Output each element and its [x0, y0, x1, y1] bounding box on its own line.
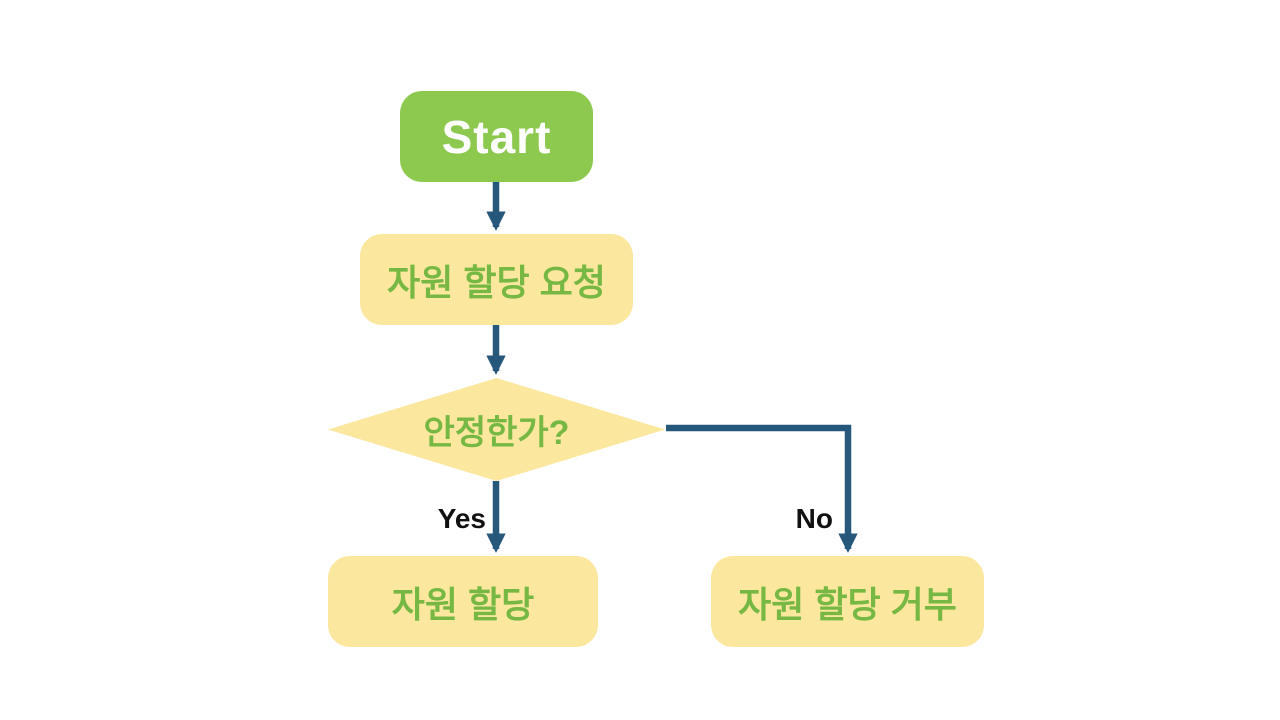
node-deny-label: 자원 할당 거부: [738, 583, 957, 625]
edge-label-yes: Yes: [437, 503, 486, 534]
node-start-label: Start: [441, 110, 552, 163]
node-request-label: 자원 할당 요청: [387, 261, 606, 303]
node-start: Start: [400, 91, 593, 182]
node-decision-label: 안정한가?: [423, 414, 570, 452]
node-resource-allocation-request: 자원 할당 요청: [360, 234, 633, 325]
node-resource-allocate: 자원 할당: [328, 556, 598, 647]
edge-label-no: No: [795, 503, 833, 534]
node-allocate-label: 자원 할당: [391, 583, 535, 625]
node-resource-allocation-denied: 자원 할당 거부: [711, 556, 984, 647]
node-decision-is-safe: 안정한가?: [328, 378, 665, 481]
